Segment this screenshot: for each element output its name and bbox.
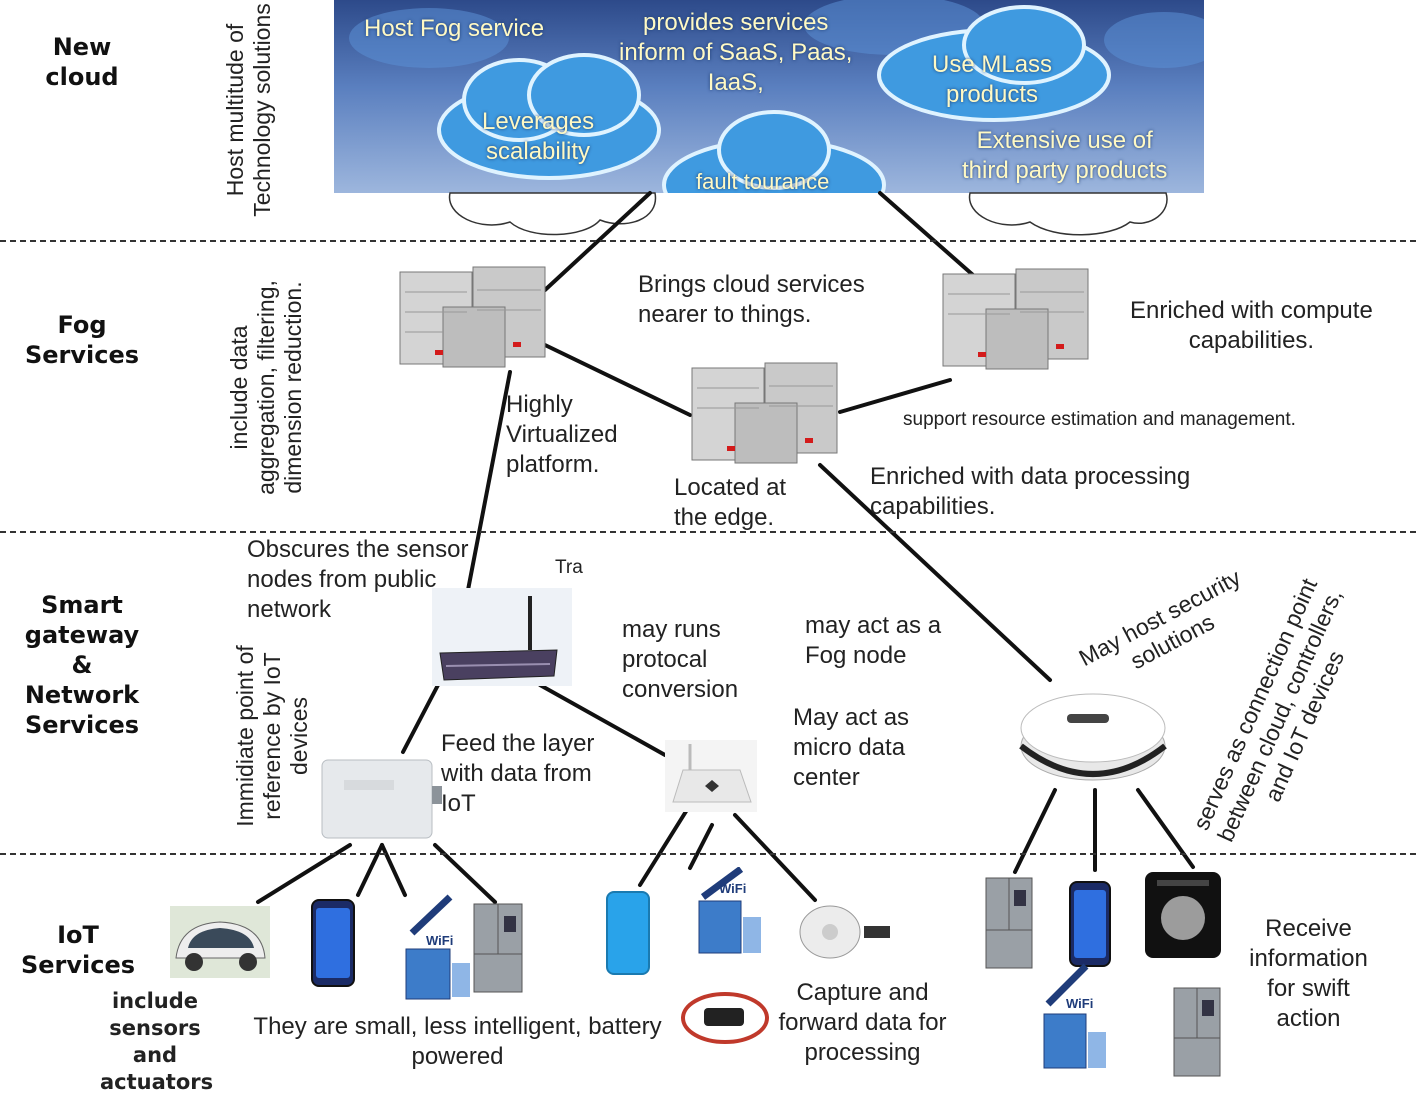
- smartphone-icon: [605, 890, 651, 976]
- side-note-gateway: Immidiate point of reference by IoT devi…: [232, 645, 312, 827]
- smart-car-icon: [170, 906, 270, 978]
- wifi-label: WiFi: [1066, 996, 1093, 1011]
- smoke-detector-icon: [796, 900, 896, 960]
- cloud-text-use-mlass: Use MLass products: [932, 51, 1053, 108]
- wifi-module-icon: WiFi: [402, 893, 474, 1003]
- cloud-text-extensive: Extensive use of third party products: [962, 127, 1168, 184]
- thermostat-icon: [1143, 870, 1223, 960]
- gateway-text-feed: Feed the layer with data from IoT: [441, 730, 595, 817]
- iot-text-small: They are small, less intelligent, batter…: [253, 1013, 662, 1070]
- side-note-iot: include sensors and actuators: [100, 989, 214, 1094]
- gateway-text-protocol: may runs protocal conversion: [622, 616, 739, 703]
- router-icon: [432, 588, 572, 686]
- divider-gateway-iot: [0, 853, 1416, 855]
- cloud-text-host-fog: Host Fog service: [364, 15, 545, 42]
- gateway-box-icon: [314, 752, 444, 842]
- layer-label-iot: IoT Services: [20, 921, 136, 979]
- wifi-label: WiFi: [719, 881, 746, 896]
- cloud-banner: Host Fog service provides services infor…: [334, 0, 1204, 193]
- fog-text-enriched-compute: Enriched with compute capabilities.: [1130, 297, 1373, 354]
- layer-label-gateway: Smart gateway & Network Services: [24, 591, 140, 739]
- refrigerator-icon: [1172, 986, 1222, 1078]
- smartphone-icon: [1068, 880, 1112, 968]
- wifi-label: WiFi: [426, 933, 453, 948]
- side-note-fog: include data aggregation, filtering, dim…: [226, 280, 306, 495]
- refrigerator-icon: [472, 902, 524, 994]
- hub-icon: [665, 740, 757, 812]
- fog-text-enriched-data: Enriched with data processing capabiliti…: [870, 463, 1191, 520]
- refrigerator-icon: [984, 876, 1034, 971]
- iot-text-capture: Capture and forward data for processing: [778, 979, 947, 1066]
- cloud-shapes: [349, 0, 1204, 193]
- fog-text-highly: Highly Virtualized platform.: [506, 391, 618, 478]
- gateway-text-fog-node: may act as a Fog node: [805, 612, 942, 669]
- gateway-text-obscures: Obscures the sensor nodes from public ne…: [247, 536, 469, 623]
- fog-text-brings: Brings cloud services nearer to things.: [638, 271, 865, 328]
- server-icon: [938, 264, 1098, 372]
- divider-cloud-fog: [0, 240, 1416, 242]
- cable-icon: [678, 988, 773, 1048]
- fog-text-located: Located at the edge.: [674, 474, 787, 531]
- divider-fog-gateway: [0, 531, 1416, 533]
- gateway-box-icon: [1012, 684, 1174, 792]
- cloud-text-fault: fault tourance: [696, 169, 830, 193]
- layer-label-new-cloud: New cloud: [45, 33, 119, 91]
- iot-text-receive: Receive information for swift action: [1249, 915, 1368, 1032]
- layer-label-fog: Fog Services: [24, 311, 140, 369]
- cloud-text-leverages: Leverages scalability: [482, 108, 595, 165]
- gateway-text-micro: May act as micro data center: [793, 704, 910, 791]
- fog-text-support: support resource estimation and manageme…: [903, 409, 1296, 430]
- wifi-module-icon: WiFi: [695, 867, 767, 959]
- smartphone-icon: [310, 898, 356, 988]
- server-icon: [395, 262, 550, 370]
- wifi-module-icon: WiFi: [1040, 962, 1112, 1074]
- cloud-text-provides: provides services inform of SaaS, Paas, …: [619, 9, 853, 96]
- gateway-text-tra: Tra: [555, 557, 583, 578]
- server-icon: [687, 358, 847, 466]
- side-note-cloud: Host multitude of Technology solutions: [222, 3, 275, 217]
